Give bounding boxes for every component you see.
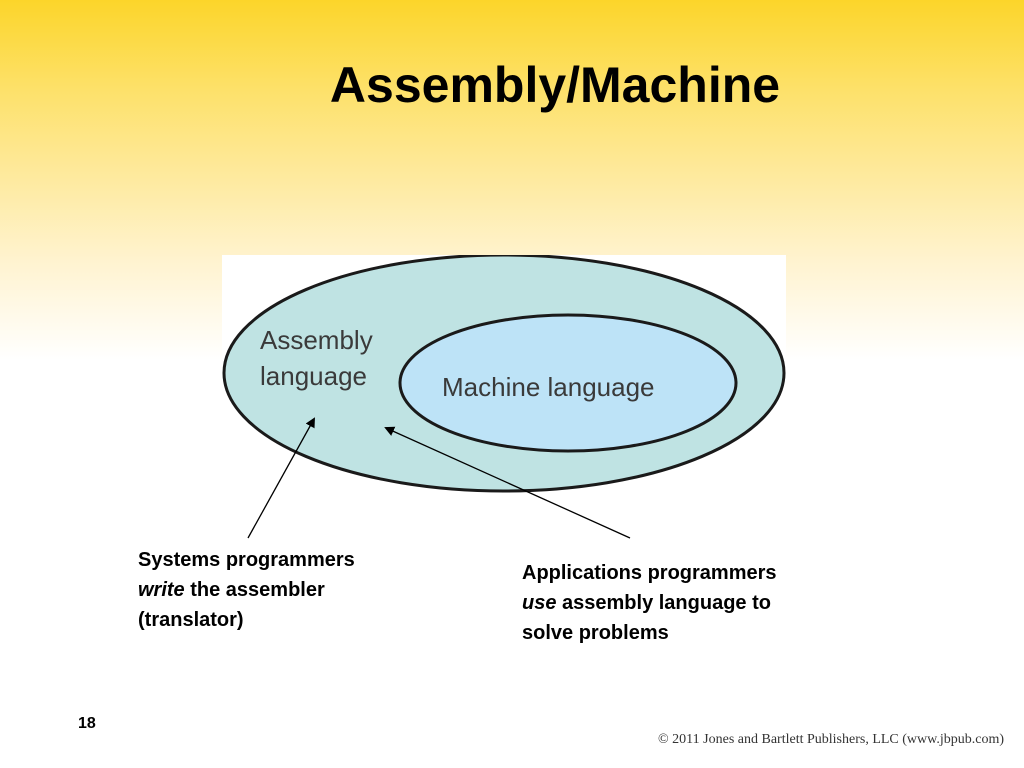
outer-label-line2: language (260, 361, 367, 391)
caption-left-line3: (translator) (138, 609, 244, 631)
systems-programmers-arrow (247, 417, 315, 539)
caption-left-line1: Systems programmers (138, 549, 355, 571)
machine-language-ellipse (398, 313, 738, 453)
caption-right-emphasis: use (522, 592, 557, 614)
applications-programmers-caption: Applications programmers use assembly la… (522, 558, 777, 648)
applications-programmers-arrow (384, 426, 631, 539)
page-number: 18 (78, 715, 96, 732)
copyright-notice: © 2011 Jones and Bartlett Publishers, LL… (658, 732, 1004, 747)
caption-right-line2-rest: assembly language to (556, 592, 771, 614)
caption-left-emphasis: write (138, 579, 185, 601)
outer-label-line1: Assembly (260, 325, 373, 355)
caption-right-line1: Applications programmers (522, 562, 777, 584)
caption-right-line2: use assembly language to (522, 588, 777, 618)
caption-right-line3: solve problems (522, 622, 669, 644)
inner-label: Machine language (442, 372, 655, 402)
caption-left-line2: write the assembler (138, 575, 355, 605)
slide-title: Assembly/Machine (329, 57, 781, 113)
nested-ellipses: Assembly language Machine language (222, 253, 786, 493)
caption-left-line2-rest: the assembler (184, 579, 325, 601)
systems-programmers-caption: Systems programmers write the assembler … (138, 545, 355, 635)
venn-diagram: Assembly language Machine language (222, 253, 786, 495)
